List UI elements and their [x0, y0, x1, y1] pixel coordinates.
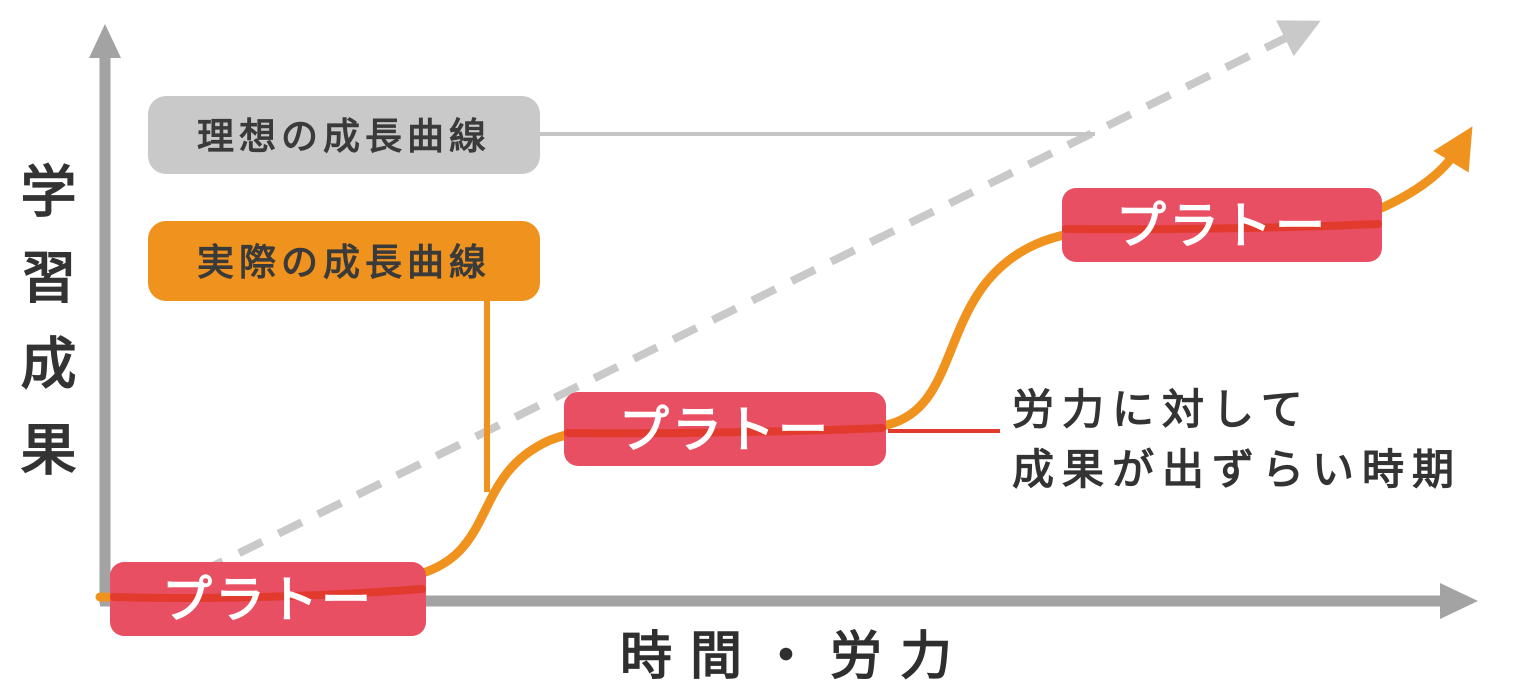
x-axis-arrowhead-icon: [1440, 583, 1478, 619]
ideal-growth-dashed-line: [158, 20, 1321, 596]
actual-legend-label: 実際の成長曲線: [197, 242, 491, 283]
plateau-label-3: プラトー: [1116, 198, 1328, 254]
annotation-line-2: 成果が出ずらい時期: [1012, 446, 1462, 493]
y-axis-arrowhead-icon: [89, 24, 121, 58]
plateau-curve-segment-3: [1062, 220, 1382, 234]
actual-legend-box: [148, 221, 540, 301]
ideal-legend-box: [148, 96, 540, 174]
ideal-legend-label: 理想の成長曲線: [197, 116, 491, 157]
annotation-line-1: 労力に対して: [1012, 386, 1311, 433]
plateau-label-1: プラトー: [162, 572, 374, 628]
plateau-label-2: プラトー: [619, 402, 831, 458]
plateau-curve-segment-2: [564, 424, 886, 438]
y-axis-label: 学習成果: [13, 162, 76, 506]
plateau-curve-segment-1: [110, 585, 426, 603]
x-axis-label: 時間・労力: [620, 628, 970, 686]
